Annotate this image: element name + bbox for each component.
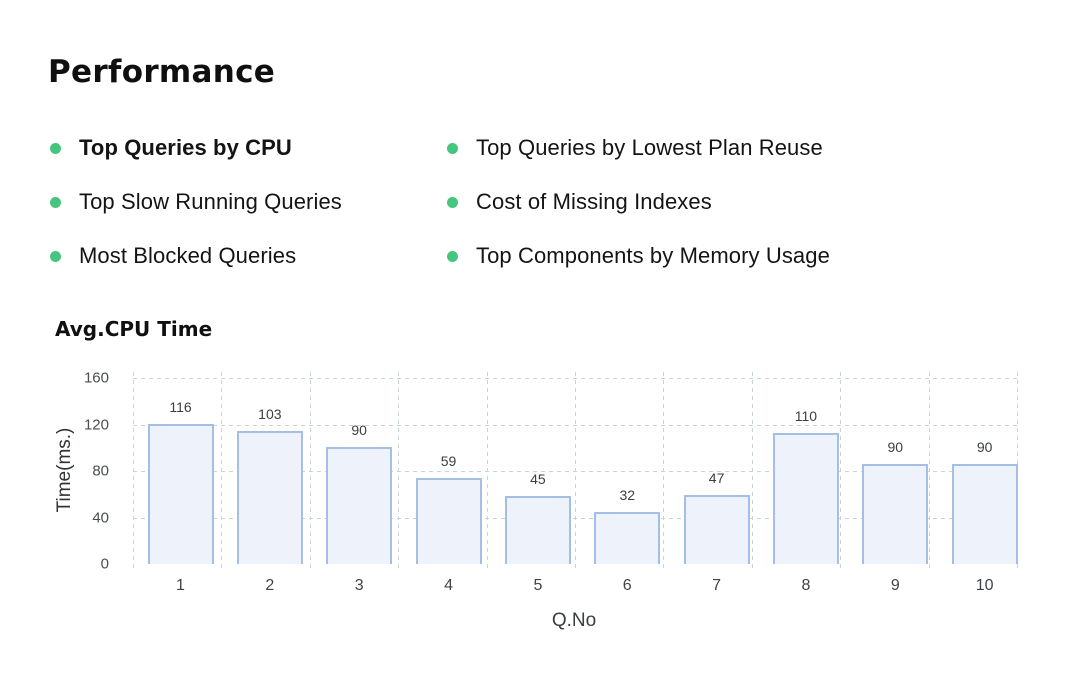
bullet-dot-icon (50, 196, 61, 208)
x-axis-label: Q.No (551, 610, 597, 631)
bar-value-label: 103 (258, 405, 282, 422)
menu-item-cost-of-missing-indexes[interactable]: Cost of Missing Indexes (447, 187, 1010, 217)
bar-q8[interactable] (772, 432, 839, 564)
bar-value-label: 90 (887, 439, 904, 456)
bar-q5[interactable] (504, 495, 571, 564)
y-tick-label: 120 (83, 416, 109, 433)
menu-item-label: Top Slow Running Queries (79, 189, 342, 214)
bar-value-label: 47 (708, 469, 725, 486)
menu-item-most-blocked-queries[interactable]: Most Blocked Queries (50, 241, 447, 271)
x-tick-label: 1 (176, 577, 185, 594)
bullet-dot-icon (447, 250, 458, 262)
horizontal-gridline (133, 471, 1017, 472)
bar-value-label: 116 (169, 398, 192, 415)
menu-item-top-components-by-memory-usage[interactable]: Top Components by Memory Usage (447, 241, 1010, 271)
bar-q7[interactable] (683, 494, 750, 564)
menu-item-top-queries-by-cpu[interactable]: Top Queries by CPU (50, 133, 447, 163)
horizontal-gridline (133, 424, 1017, 426)
bar-q9[interactable] (862, 464, 929, 564)
bar-value-label: 90 (351, 421, 367, 438)
x-tick-label: 7 (712, 577, 722, 594)
y-tick-label: 80 (92, 462, 109, 480)
y-tick-label: 40 (92, 509, 109, 526)
x-tick-label: 4 (444, 577, 453, 594)
bullet-dot-icon (50, 142, 61, 154)
bar-q2[interactable] (236, 430, 303, 564)
bar-chart-plot-area: 0 40 80 120 160 116 1 103 2 90 3 59 4 45 5 32 6 47 7 110 8 90… (84, 370, 1018, 594)
bar-q10[interactable] (951, 464, 1018, 564)
menu-item-top-queries-by-lowest-plan-reuse[interactable]: Top Queries by Lowest Plan Reuse (447, 133, 1010, 163)
menu-item-label: Cost of Missing Indexes (476, 189, 712, 214)
bar-q3[interactable] (326, 446, 393, 564)
page-title: Performance (48, 54, 276, 90)
bar-value-label: 90 (976, 439, 993, 456)
menu-item-label: Top Queries by Lowest Plan Reuse (476, 135, 823, 160)
x-tick-label: 10 (975, 577, 994, 594)
bar-value-label: 32 (619, 487, 636, 504)
bar-value-label: 110 (794, 407, 818, 424)
bar-q4[interactable] (415, 478, 482, 564)
bullet-dot-icon (447, 142, 458, 154)
x-tick-label: 2 (265, 577, 275, 594)
horizontal-gridline (133, 517, 1017, 519)
x-tick-label: 8 (801, 577, 811, 594)
bar-q6[interactable] (594, 512, 661, 564)
menu-item-label: Top Queries by CPU (79, 135, 292, 160)
x-tick-label: 6 (622, 577, 632, 594)
bullet-dot-icon (447, 196, 458, 208)
y-tick-label: 160 (83, 369, 109, 387)
x-tick-label: 5 (533, 577, 543, 594)
bar-value-label: 59 (440, 453, 457, 470)
menu-item-label: Top Components by Memory Usage (476, 243, 830, 268)
menu-item-label: Most Blocked Queries (79, 243, 297, 268)
bullet-dot-icon (50, 250, 61, 262)
bar-value-label: 45 (530, 470, 546, 487)
horizontal-gridline (133, 378, 1017, 379)
chart-title: Avg.CPU Time (55, 317, 213, 341)
x-tick-label: 9 (890, 577, 900, 594)
x-tick-label: 3 (354, 577, 364, 594)
report-menu: Top Queries by CPU Top Slow Running Quer… (50, 133, 1010, 271)
y-tick-label: 0 (100, 555, 109, 573)
menu-item-top-slow-running-queries[interactable]: Top Slow Running Queries (50, 187, 447, 217)
bar-q1[interactable] (147, 423, 214, 564)
